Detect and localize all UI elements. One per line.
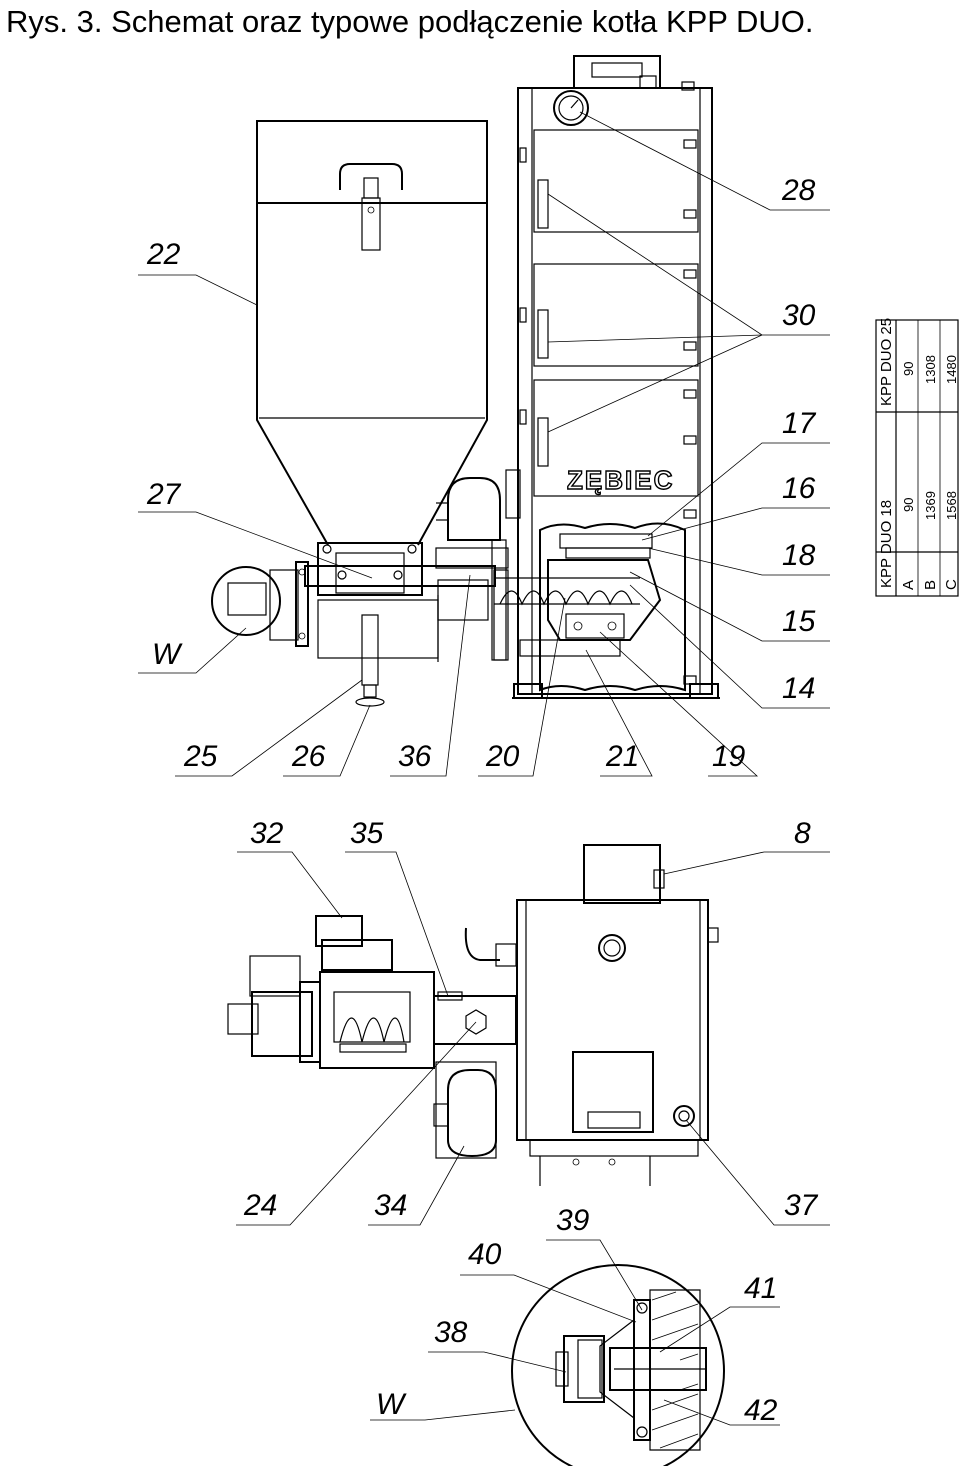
- table-header-left: KPP DUO 18: [878, 500, 895, 588]
- leader-lines: [138, 111, 830, 1426]
- callout-38: 38: [434, 1316, 468, 1349]
- callout-16: 16: [782, 472, 816, 505]
- boiler-body: [493, 55, 720, 699]
- callout-34: 34: [374, 1189, 407, 1222]
- callout-24: 24: [243, 1189, 277, 1222]
- table-cell-b-18: 1369: [923, 491, 938, 520]
- table-row-label-a: A: [900, 580, 917, 590]
- callout-40: 40: [468, 1238, 502, 1271]
- callout-35: 35: [350, 817, 384, 850]
- callout-15: 15: [782, 605, 816, 638]
- dimensions-table: KPP DUO 18 KPP DUO 25 A 90 90 B 1369 130…: [875, 318, 960, 597]
- callout-18: 18: [782, 539, 816, 572]
- callout-25: 25: [183, 740, 218, 773]
- figure-title: Rys. 3. Schemat oraz typowe podłączenie …: [6, 4, 814, 39]
- callout-14: 14: [782, 672, 815, 705]
- table-cell-a-25: 90: [901, 362, 916, 376]
- table-header-right: KPP DUO 25: [878, 318, 895, 406]
- feeder-plan-view: [227, 915, 517, 1159]
- table-cell-b-25: 1308: [923, 355, 938, 384]
- callout-17: 17: [782, 407, 817, 440]
- fuel-hopper: [256, 120, 488, 546]
- table-cell-a-18: 90: [901, 498, 916, 512]
- detail-view: [511, 1264, 725, 1466]
- callout-36: 36: [398, 740, 432, 773]
- callout-41: 41: [744, 1272, 777, 1305]
- feeder-housing: [304, 542, 496, 707]
- callout-32: 32: [250, 817, 284, 850]
- callout-20: 20: [485, 740, 520, 773]
- callout-19: 19: [712, 740, 746, 773]
- callout-28: 28: [781, 174, 816, 207]
- fan-unit: [435, 477, 509, 661]
- table-row-label-b: B: [922, 580, 939, 590]
- callout-26: 26: [291, 740, 326, 773]
- brand-label: ZĘBIEC: [567, 465, 674, 495]
- callout-8: 8: [794, 817, 811, 850]
- callout-27: 27: [146, 478, 182, 511]
- callout-39: 39: [556, 1204, 590, 1237]
- table-cell-c-25: 1480: [944, 355, 959, 384]
- table-cell-c-18: 1568: [944, 491, 959, 520]
- callout-22: 22: [146, 238, 181, 271]
- callout-30: 30: [782, 299, 816, 332]
- callout-w-top: W: [152, 638, 183, 671]
- callout-w-bottom: W: [376, 1388, 407, 1421]
- callout-42: 42: [744, 1394, 778, 1427]
- boiler-plan-view: [516, 844, 719, 1186]
- callout-21: 21: [605, 740, 639, 773]
- callout-37: 37: [784, 1189, 819, 1222]
- table-row-label-c: C: [943, 579, 960, 590]
- motor-w-top: [211, 561, 309, 647]
